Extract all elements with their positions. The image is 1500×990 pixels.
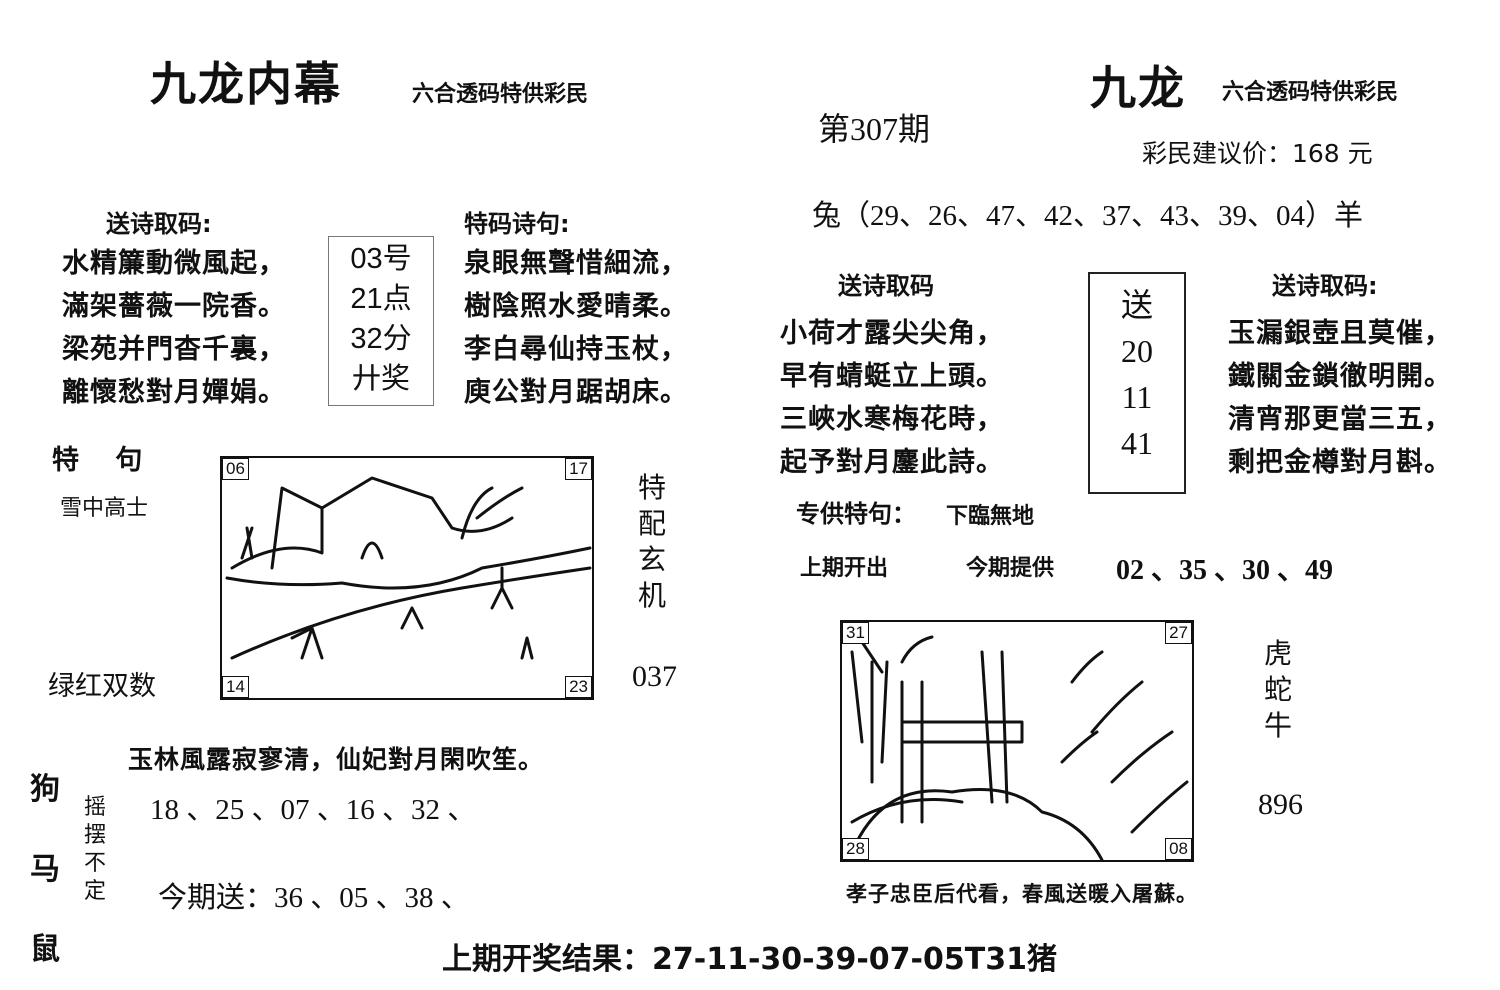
side-animals: 虎 蛇 牛	[1264, 636, 1292, 744]
side-animal: 虎	[1264, 637, 1293, 670]
right-poem-bottom: 孝子忠臣后代看，春風送暖入屠蘇。	[846, 882, 1198, 906]
color-label: 绿红双数	[48, 671, 156, 702]
poem-line: 剩把金樽對月斟。	[1228, 447, 1452, 478]
zodiac: 狗	[30, 772, 60, 807]
center-box-line: 03号	[350, 243, 412, 275]
zodiac: 马	[30, 852, 60, 887]
corner-number: 06	[222, 458, 249, 480]
poem-line: 李白尋仙持玉杖，	[464, 334, 688, 365]
left-poem-heading: 送诗取码:	[106, 210, 212, 238]
poem-line: 水精簾動微風起，	[62, 248, 286, 279]
left-subtitle: 六合透码特供彩民	[412, 82, 589, 107]
tejv-value: 雪中高士	[60, 496, 149, 521]
right-poem-heading-right: 送诗取码:	[1272, 272, 1378, 300]
vertical-note-char: 玄	[638, 543, 667, 576]
swing-char: 定	[84, 879, 107, 904]
right-subtitle: 六合透码特供彩民	[1222, 80, 1399, 105]
poem-line: 庾公對月踞胡床。	[464, 377, 688, 408]
swing-numbers: 18 、25 、07 、16 、32 、	[150, 794, 477, 826]
send-box-line: 20	[1121, 333, 1153, 369]
poem-line: 早有蜻蜓立上頭。	[780, 361, 1004, 392]
corner-number: 31	[842, 622, 869, 644]
corner-number: 08	[1165, 838, 1192, 860]
swing-label: 摇 摆 不 定	[84, 794, 106, 906]
left-side-number: 037	[632, 660, 677, 693]
poem-line: 小荷才露尖尖角，	[780, 318, 1004, 349]
vertical-note-char: 机	[638, 579, 667, 612]
center-box-line: 21点	[350, 283, 412, 315]
corner-number: 23	[565, 676, 592, 698]
numbers-line: 兔（29、26、47、42、37、43、39、04）羊	[812, 200, 1364, 232]
provide-numbers: 02 、35 、30 、49	[1116, 555, 1334, 586]
poem-line: 鐵關金鎖徹明開。	[1228, 361, 1452, 392]
side-animal: 蛇	[1264, 673, 1293, 706]
today-send: 今期送：36 、05 、38 、	[158, 882, 470, 914]
zodiac-column: 狗 马 鼠	[30, 750, 60, 990]
right-sketch: 31 27 28 08	[840, 620, 1194, 862]
poem-line: 清宵那更當三五，	[1228, 404, 1452, 435]
left-sketch: 06 17 14 23	[220, 456, 594, 700]
swing-char: 摆	[84, 823, 107, 848]
price: 彩民建议价：168 元	[1142, 139, 1373, 168]
tree-sketch-image	[850, 635, 1189, 860]
left-poem: 水精簾動微風起， 滿架薔薇一院香。 梁苑并門杳千裏， 離懷愁對月嬋娟。	[62, 242, 286, 414]
poem-line: 梁苑并門杳千裏，	[62, 334, 286, 365]
send-box-line: 11	[1121, 379, 1153, 415]
center-box-line: 廾奖	[351, 363, 410, 395]
poem-line: 三峽水寒梅花時，	[780, 404, 1004, 435]
corner-number: 17	[565, 458, 592, 480]
corner-number: 14	[222, 676, 249, 698]
send-box-line: 送	[1120, 287, 1153, 323]
poem-line: 玉漏銀壺且莫催，	[1228, 318, 1452, 349]
special-value: 下臨無地	[946, 504, 1035, 529]
poem-line: 樹陰照水愛晴柔。	[464, 291, 688, 322]
poem-line: 泉眼無聲惜細流，	[464, 248, 688, 279]
send-box-line: 41	[1121, 425, 1153, 461]
corner-number: 28	[842, 838, 869, 860]
swing-char: 摇	[84, 795, 107, 820]
side-animal: 牛	[1264, 709, 1293, 742]
provide-label: 今期提供	[966, 556, 1055, 581]
last-label: 上期开出	[800, 556, 889, 581]
vertical-note-char: 特	[638, 471, 667, 504]
left-poem-bottom: 玉林風露寂寥清，仙妃對月閑吹笙。	[128, 745, 545, 774]
center-box-line: 32分	[350, 323, 412, 355]
left-special-poem: 泉眼無聲惜細流， 樹陰照水愛晴柔。 李白尋仙持玉杖， 庾公對月踞胡床。	[464, 242, 688, 414]
right-poem-right: 玉漏銀壺且莫催， 鐵關金鎖徹明開。 清宵那更當三五， 剩把金樽對月斟。	[1228, 312, 1452, 484]
send-box: 送 20 11 41	[1088, 272, 1186, 494]
tejv-label: 特 句	[52, 445, 143, 476]
footer-result: 上期开奖结果：27-11-30-39-07-05T31猪	[442, 942, 1057, 977]
right-poem-heading-left: 送诗取码	[838, 272, 934, 300]
right-poem-left: 小荷才露尖尖角， 早有蜻蜓立上頭。 三峽水寒梅花時， 起予對月鏖此詩。	[780, 312, 1004, 484]
poem-line: 離懷愁對月嬋娟。	[62, 377, 286, 408]
poem-line: 起予對月鏖此詩。	[780, 447, 1004, 478]
vertical-note: 特 配 玄 机	[638, 470, 666, 614]
landscape-sketch-image	[225, 476, 592, 660]
issue-number: 第307期	[818, 111, 931, 147]
zodiac: 鼠	[30, 932, 60, 967]
swing-char: 不	[84, 851, 107, 876]
left-title: 九龙内幕	[150, 57, 342, 111]
right-side-number: 896	[1258, 788, 1303, 821]
right-title: 九龙	[1090, 61, 1186, 115]
special-label: 专供特句：	[796, 500, 916, 528]
poem-line: 滿架薔薇一院香。	[62, 291, 286, 322]
vertical-note-char: 配	[638, 507, 667, 540]
left-center-box: 03号 21点 32分 廾奖	[328, 236, 434, 406]
corner-number: 27	[1165, 622, 1192, 644]
left-special-heading: 特码诗句:	[464, 210, 570, 238]
